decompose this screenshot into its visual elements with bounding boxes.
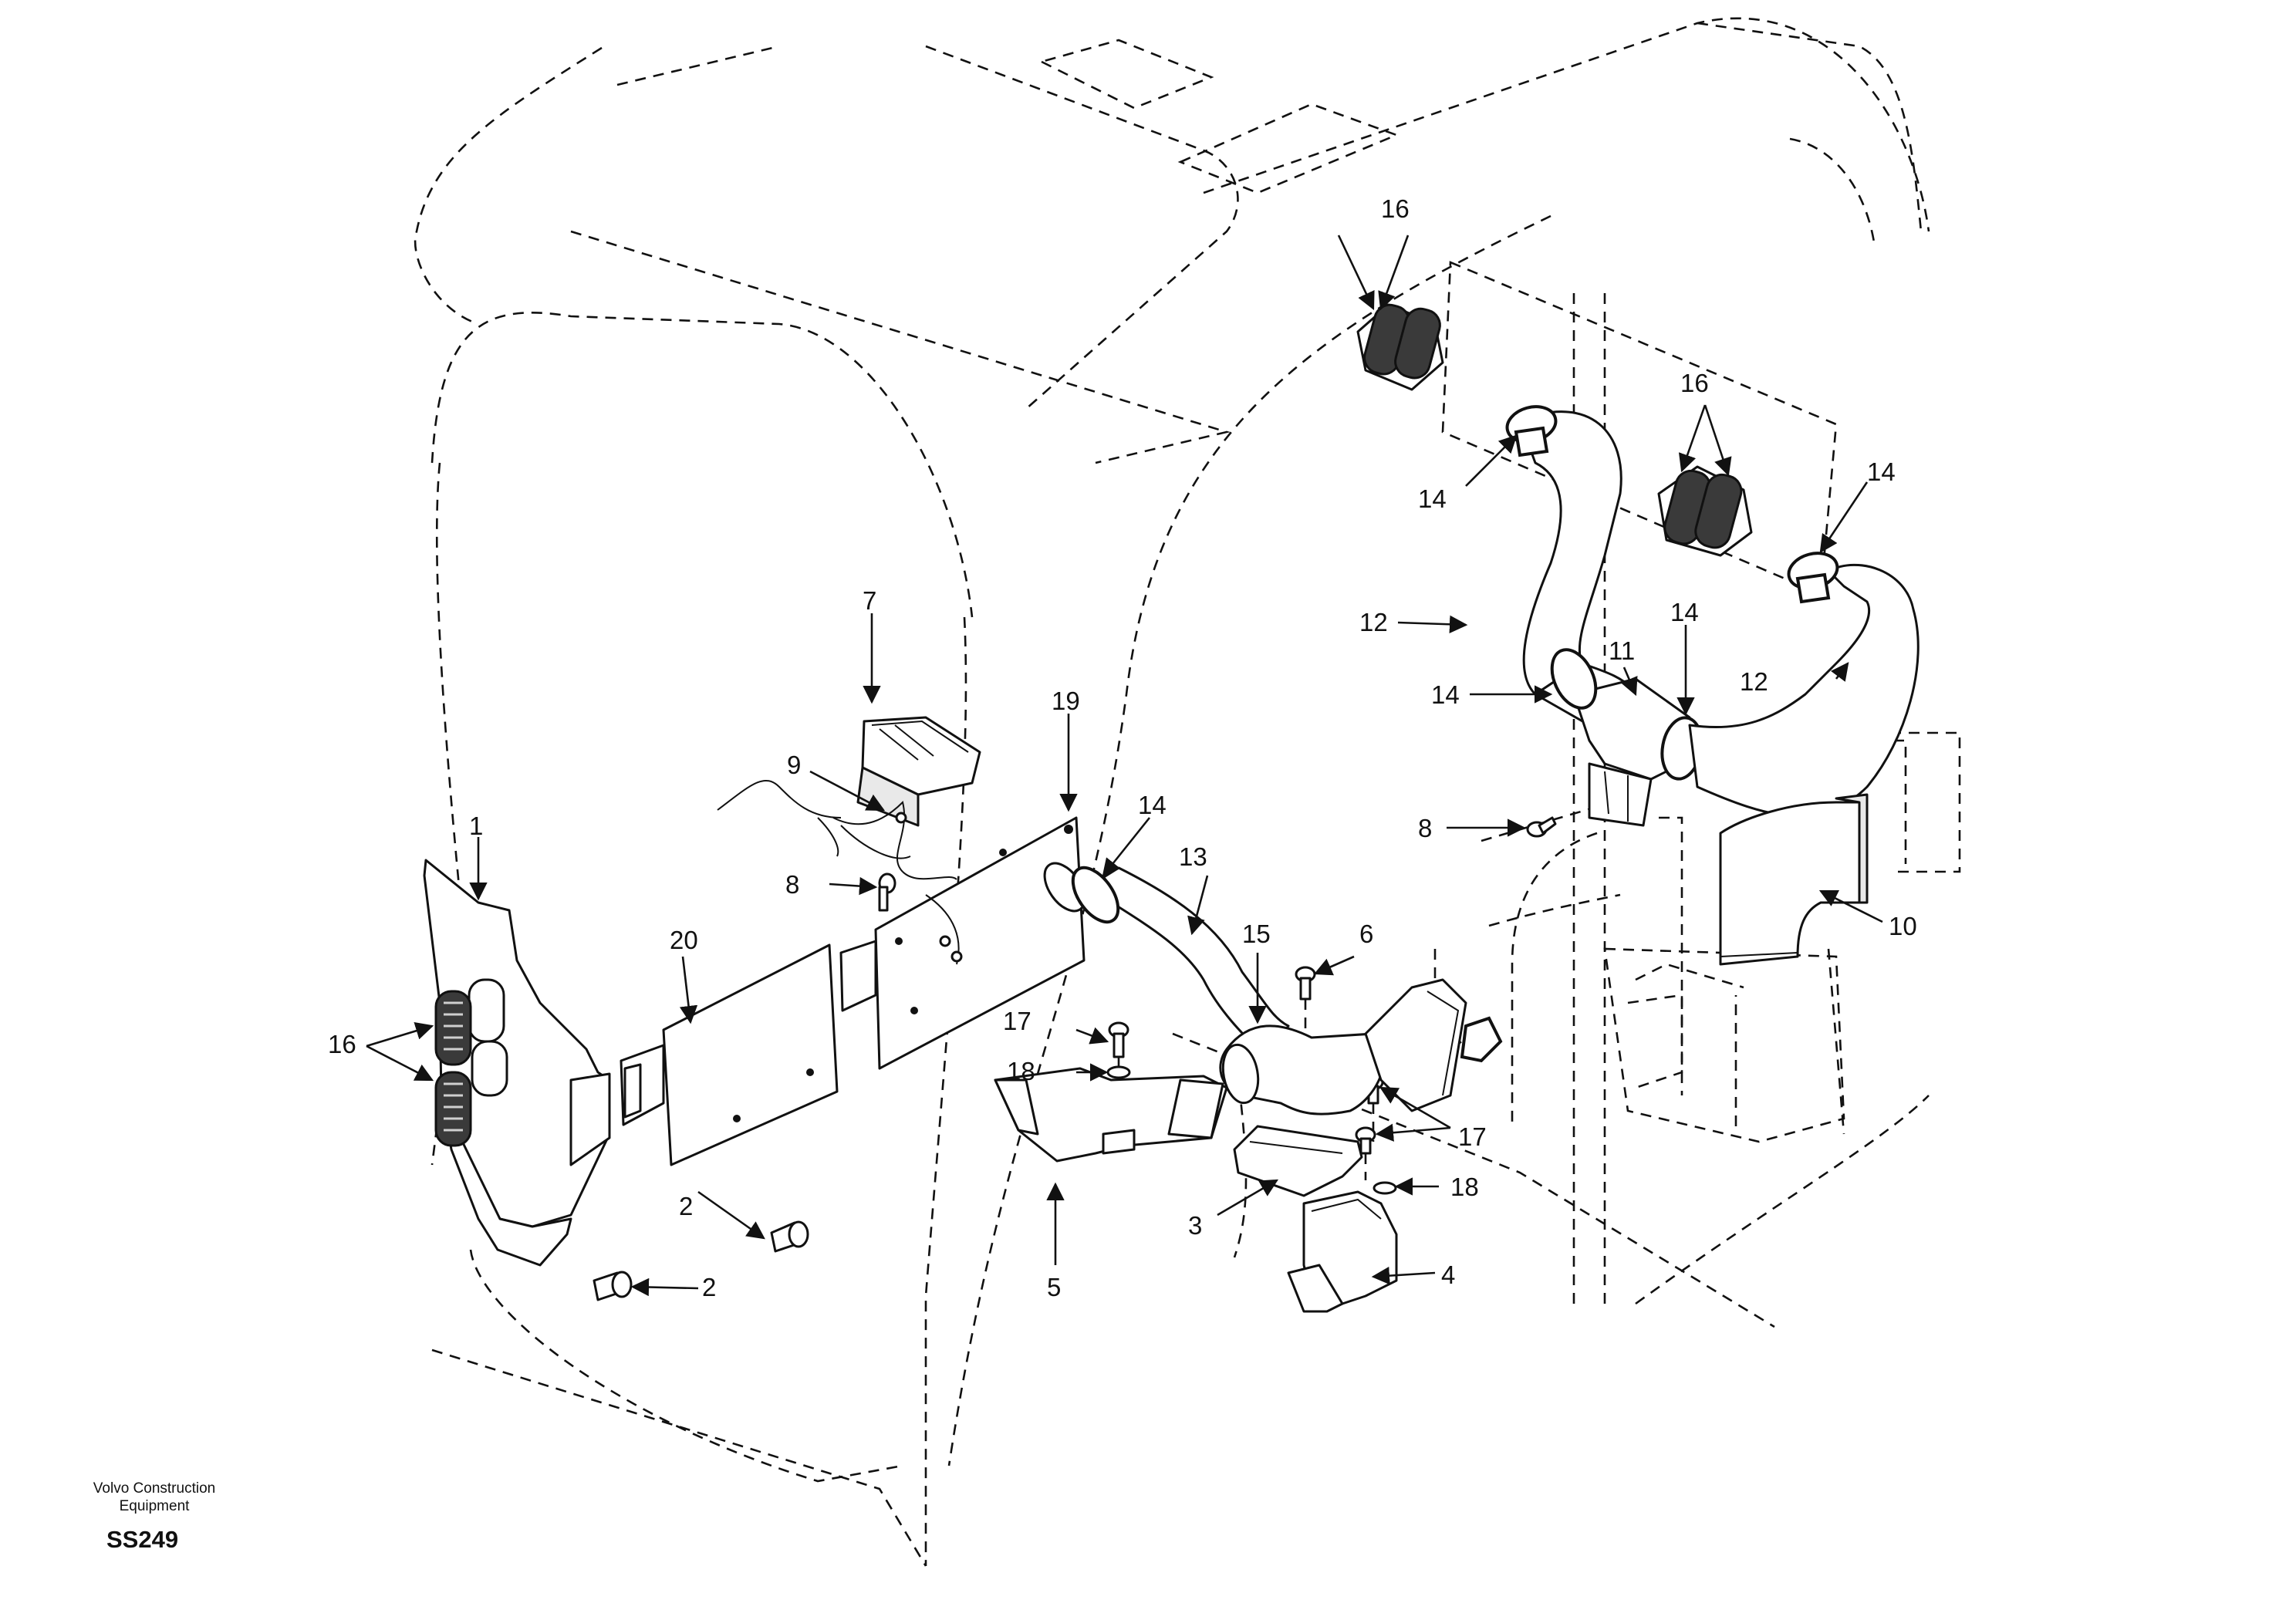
callout-14-mid-right: 14 [1670,598,1699,626]
callout-15: 15 [1242,920,1271,948]
callout-11: 11 [1609,636,1635,665]
callout-5: 5 [1047,1273,1061,1301]
callout-8-right: 8 [1418,814,1432,842]
part-17-bolt-c [1355,1126,1376,1180]
part-18-washer-a [1106,1065,1131,1079]
part-3-bracket [1233,1125,1363,1197]
brand-caption: Volvo Construction Equipment [54,1480,255,1515]
callout-16-left: 16 [328,1030,356,1058]
callout-17-left: 17 [1003,1007,1032,1035]
brand-line-1: Volvo Construction [93,1480,216,1497]
leader-lines [366,235,1883,1297]
part-2-screw-b [593,1271,633,1301]
callout-13: 13 [1179,842,1207,871]
callout-1: 1 [469,812,483,840]
part-16-grille-left [434,990,472,1147]
part-10-elbow-duct [1719,793,1869,966]
drawing-code: SS249 [106,1526,179,1553]
part-14-clamp-top-right [1787,552,1839,604]
part-7-control-unit [856,716,981,827]
part-19-board [839,816,1086,1070]
callout-14-top-right: 14 [1867,457,1896,486]
callout-17-right: 17 [1458,1122,1487,1151]
callout-4: 4 [1441,1261,1455,1289]
callout-18-left: 18 [1007,1057,1035,1085]
callout-6: 6 [1359,920,1373,948]
part-15-elbow [1219,978,1503,1115]
callout-18-right: 18 [1450,1173,1479,1201]
part-8-screw-left [878,872,896,912]
part-4-lower-duct [1287,1190,1398,1313]
callout-16-top-right: 16 [1680,369,1709,397]
callout-8-left: 8 [785,870,799,899]
callout-2-lower: 2 [702,1273,716,1301]
part-14-clamp-top-left [1505,405,1558,457]
callout-14-mid-left: 14 [1431,680,1460,709]
callout-10: 10 [1889,912,1917,940]
callout-9: 9 [787,751,801,779]
part-16-grille-top-right [1657,465,1753,557]
part-16-grille-top-left [1356,303,1444,391]
callout-7: 7 [863,586,876,615]
callout-12-right: 12 [1740,667,1768,696]
part-6-bolt [1295,966,1316,1034]
part-8-screw-right [1526,816,1557,838]
callout-labels: 1 2 2 3 4 5 6 7 8 8 9 10 11 12 12 13 14 … [328,194,1917,1301]
brand-line-2: Equipment [119,1498,190,1514]
part-5-floor-duct [994,1067,1228,1163]
drawing-footer: Volvo Construction Equipment SS249 [54,1480,255,1554]
part-14-clamp-mid-left [1550,648,1598,710]
callout-16-top-left: 16 [1381,194,1410,223]
part-20-plate [620,943,839,1166]
callout-2-upper: 2 [679,1192,693,1220]
callout-19: 19 [1052,687,1080,715]
part-2-screw-a [770,1220,809,1253]
part-14-clamp-mid-hose [1071,866,1120,924]
callout-12-left: 12 [1359,608,1388,636]
callout-14-top-left: 14 [1418,484,1447,513]
callout-3: 3 [1188,1211,1202,1240]
callout-14-hose-mid: 14 [1138,791,1167,819]
part-9-wire-harness [717,779,963,965]
callout-20: 20 [670,926,698,954]
part-18-washer-b [1373,1181,1397,1195]
